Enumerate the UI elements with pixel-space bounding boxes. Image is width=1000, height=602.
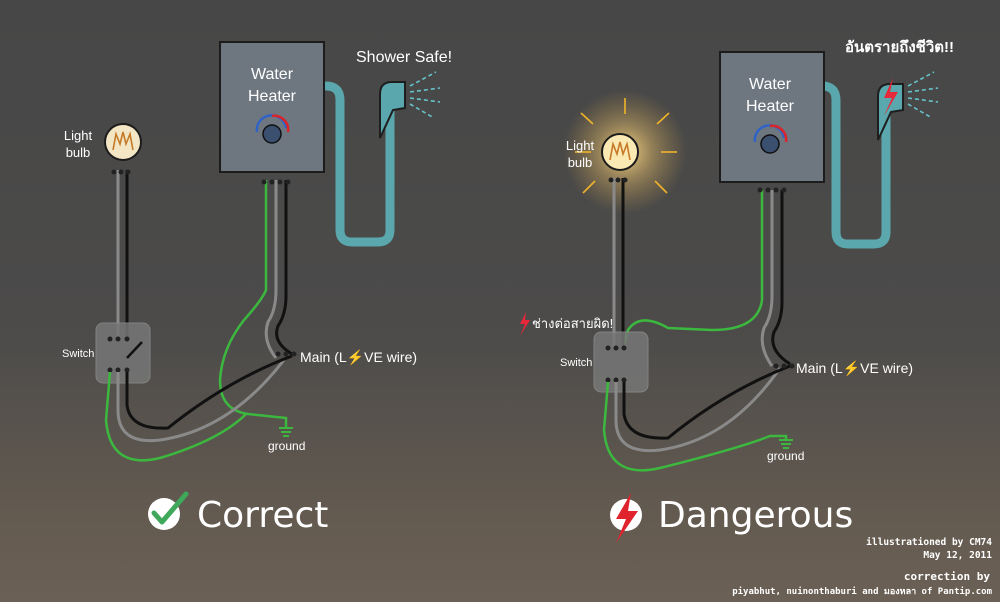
credit-date: May 12, 2011 xyxy=(923,550,992,561)
heater-live-wire xyxy=(275,180,293,356)
heater-label-line2: Heater xyxy=(746,98,795,115)
left-panel: Water Heater Shower Safe! Light bulb Swi… xyxy=(62,41,452,536)
heater-label-line2: Heater xyxy=(248,88,297,105)
verdict-correct: Correct xyxy=(197,495,328,536)
ground-symbol-icon xyxy=(279,427,293,437)
switch-label: Switch xyxy=(560,357,592,369)
heater-neutral-wire xyxy=(264,180,278,359)
switch-ground-wire xyxy=(104,371,247,462)
credit-contributors: piyabhut, nuinonthaburi and มองหลา of Pa… xyxy=(732,586,992,597)
light-bulb xyxy=(601,133,639,171)
miswired-ground-wire xyxy=(622,190,764,346)
shock-bolt-icon xyxy=(884,78,898,116)
water-spray-icon xyxy=(409,71,441,119)
ground-label: ground xyxy=(767,449,804,463)
bulb-label-line2: bulb xyxy=(568,155,593,170)
shower-hose xyxy=(321,81,395,247)
ground-symbol-icon xyxy=(779,439,793,449)
shower-head-icon xyxy=(379,81,406,139)
right-panel: Water Heater อันตรายถึงชีวิต!! Light bul… xyxy=(520,38,954,543)
heater-dial xyxy=(760,134,780,154)
light-bulb xyxy=(104,123,142,161)
switch-box xyxy=(593,331,649,393)
water-spray-icon xyxy=(907,71,939,119)
heater-label-line1: Water xyxy=(251,66,294,83)
shower-hose xyxy=(817,81,891,249)
bulb-rays-icon xyxy=(575,98,677,194)
miswire-label: ช่างต่อสายผิด! xyxy=(532,316,613,331)
heater-dial xyxy=(262,124,282,144)
ground-label: ground xyxy=(268,439,305,453)
heater-neutral-wire xyxy=(760,190,774,367)
switch-label: Switch xyxy=(62,348,94,360)
switch-lever xyxy=(126,341,143,359)
switch-live-wire xyxy=(125,354,293,430)
heater-live-wire xyxy=(771,190,791,366)
verdict-dangerous: Dangerous xyxy=(658,495,853,536)
danger-warning-label: อันตรายถึงชีวิต!! xyxy=(845,38,954,56)
shower-safe-label: Shower Safe! xyxy=(356,49,452,66)
switch-box xyxy=(95,322,151,384)
heater-ground-wire xyxy=(218,180,288,428)
miswire-bolt-icon xyxy=(520,312,530,336)
switch-live-wire xyxy=(622,364,791,440)
credit-illustrator: illustrationed by CM74 xyxy=(866,537,992,548)
switch-neutral-wire xyxy=(614,367,782,453)
bulb-label-line1: Light xyxy=(64,128,93,143)
bulb-label-line1: Light xyxy=(566,138,595,153)
main-live-label: Main (L⚡VE wire) xyxy=(796,360,913,377)
bulb-filament xyxy=(112,131,134,151)
check-icon xyxy=(148,498,180,530)
credit-correction-title: correction by xyxy=(904,570,990,583)
heater-temp-arc xyxy=(255,114,288,133)
bulb-label-line2: bulb xyxy=(66,145,91,160)
main-live-label: Main (L⚡VE wire) xyxy=(300,349,417,366)
water-heater-box xyxy=(719,51,825,183)
water-heater-box xyxy=(219,41,325,173)
switch-neutral-wire xyxy=(116,359,286,443)
heater-label-line1: Water xyxy=(749,76,792,93)
switch-ground-wire xyxy=(602,381,788,472)
